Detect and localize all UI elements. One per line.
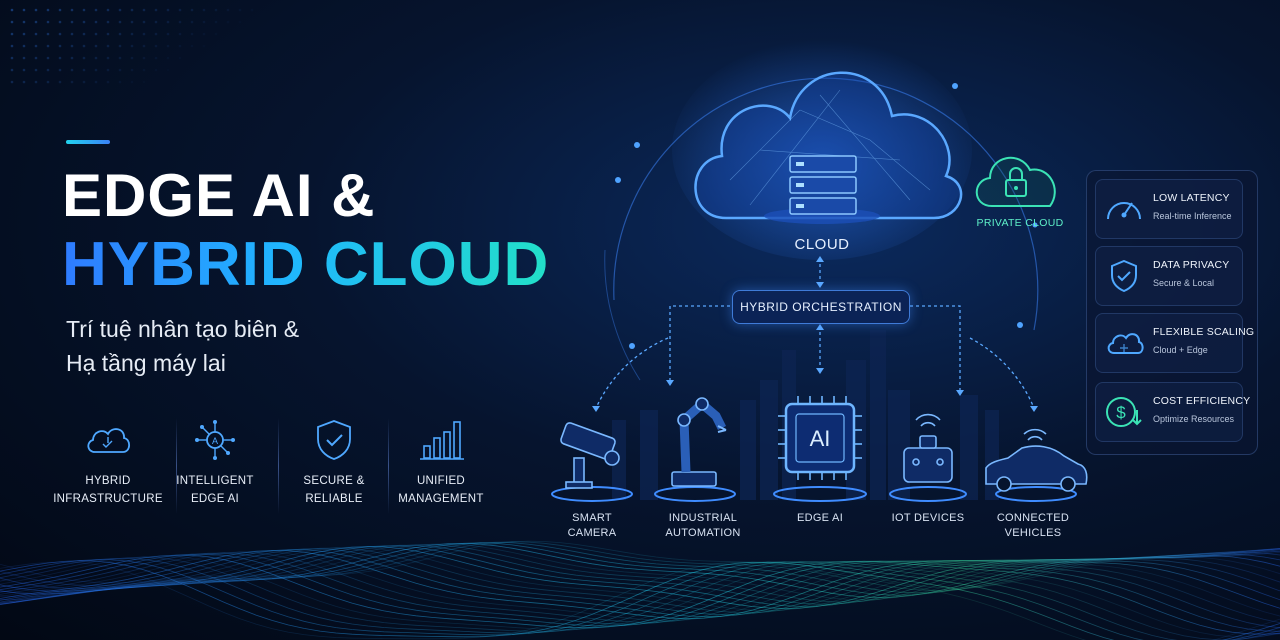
benefit-data-privacy: DATA PRIVACY Secure & Local (1095, 246, 1243, 306)
feature-label-2: EDGE AI (190, 493, 240, 505)
robot-arm-icon (671, 397, 727, 487)
feature-unified-management: UNIFIED MANAGEMENT (386, 418, 496, 508)
device-label-line2: CAMERA (567, 527, 617, 539)
server-icon (764, 155, 880, 224)
camera-icon (560, 422, 620, 489)
wave-lines (0, 540, 1280, 640)
benefit-subtitle: Optimize Resources (1153, 414, 1235, 424)
cloud-label: CLOUD (794, 236, 850, 253)
feature-hybrid-infrastructure: HYBRID INFRASTRUCTURE (53, 418, 163, 508)
device-label-edge-ai: EDGE AI (765, 511, 875, 526)
ai-chip-icon: AI (778, 396, 862, 480)
device-label-line1: EDGE AI (796, 512, 844, 524)
feature-label-2: RELIABLE (305, 493, 363, 505)
cloud-glow (672, 40, 972, 260)
device-label-line2: VEHICLES (1004, 527, 1062, 539)
device-label-line1: SMART (572, 512, 612, 524)
feature-label-2: INFRASTRUCTURE (53, 493, 163, 505)
hero-subtitle: Trí tuệ nhân tạo biên & Hạ tầng máy lai (66, 312, 386, 380)
feature-label-2: MANAGEMENT (398, 493, 484, 505)
feature-label-1: HYBRID (85, 475, 131, 487)
svg-text:A: A (212, 436, 218, 446)
ai-network-icon: A (195, 420, 235, 460)
bar-chart-icon (420, 421, 464, 460)
feature-label-1: INTELLIGENT (176, 475, 254, 487)
svg-text:$: $ (1116, 403, 1126, 422)
accent-bar (66, 140, 110, 144)
benefit-flexible-scaling: FLEXIBLE SCALING Cloud + Edge (1095, 313, 1254, 373)
shield-check-icon (1111, 260, 1137, 292)
cloud-icon (1107, 333, 1144, 354)
device-label-line2: AUTOMATION (665, 527, 741, 539)
hero-title-line2: HYBRID CLOUD (62, 228, 549, 302)
hero-subtitle-line2: Hạ tầng máy lai (66, 350, 226, 376)
feature-label-1: UNIFIED (416, 475, 466, 487)
feature-divider (176, 418, 177, 514)
device-label-line1: IOT DEVICES (891, 512, 965, 524)
connector-lines (595, 258, 1035, 409)
feature-intelligent-edge-ai: A INTELLIGENT EDGE AI (160, 418, 270, 508)
dot-grid (10, 8, 254, 84)
orbit-ring (613, 77, 1039, 331)
hero-title-line1: EDGE AI & (62, 162, 376, 229)
cloud-icon (87, 428, 131, 453)
benefit-subtitle: Secure & Local (1153, 278, 1215, 288)
benefit-subtitle: Cloud + Edge (1153, 345, 1208, 355)
benefit-title: DATA PRIVACY (1153, 259, 1230, 271)
device-platforms (551, 486, 1077, 502)
device-label-iot-devices: IOT DEVICES (873, 511, 983, 526)
private-cloud-icon (975, 156, 1056, 207)
chip-text: AI (810, 426, 831, 451)
device-label-line1: INDUSTRIAL (668, 512, 738, 524)
feature-label-1: SECURE & (303, 475, 365, 487)
feature-divider (388, 418, 389, 514)
dollar-icon: $ (1106, 397, 1142, 427)
benefit-subtitle: Real-time Inference (1153, 211, 1232, 221)
feature-secure-reliable: SECURE & RELIABLE (279, 418, 389, 508)
benefit-cost-efficiency: $ COST EFFICIENCY Optimize Resources (1095, 382, 1250, 442)
orbit-nodes (615, 83, 1038, 349)
feature-divider (278, 418, 279, 514)
benefit-title: COST EFFICIENCY (1153, 395, 1251, 407)
private-cloud-label: PRIVATE CLOUD (976, 217, 1064, 229)
arrow-heads (592, 256, 1038, 412)
car-icon (985, 428, 1088, 492)
device-label-industrial-automation: INDUSTRIAL AUTOMATION (648, 511, 758, 541)
device-label-smart-camera: SMART CAMERA (537, 511, 647, 541)
benefit-title: LOW LATENCY (1153, 192, 1230, 204)
benefit-title: FLEXIBLE SCALING (1153, 326, 1255, 338)
cloud-shape (694, 71, 963, 220)
hybrid-orchestration-label: HYBRID ORCHESTRATION (732, 290, 910, 324)
shield-check-icon (317, 420, 351, 460)
iot-device-icon (903, 413, 953, 483)
device-label-line1: CONNECTED (996, 512, 1070, 524)
benefit-low-latency: LOW LATENCY Real-time Inference (1095, 179, 1243, 239)
hero-subtitle-line1: Trí tuệ nhân tạo biên & (66, 316, 300, 342)
speedometer-icon (1107, 202, 1141, 220)
device-label-connected-vehicles: CONNECTED VEHICLES (978, 511, 1088, 541)
city-skyline (612, 330, 999, 500)
